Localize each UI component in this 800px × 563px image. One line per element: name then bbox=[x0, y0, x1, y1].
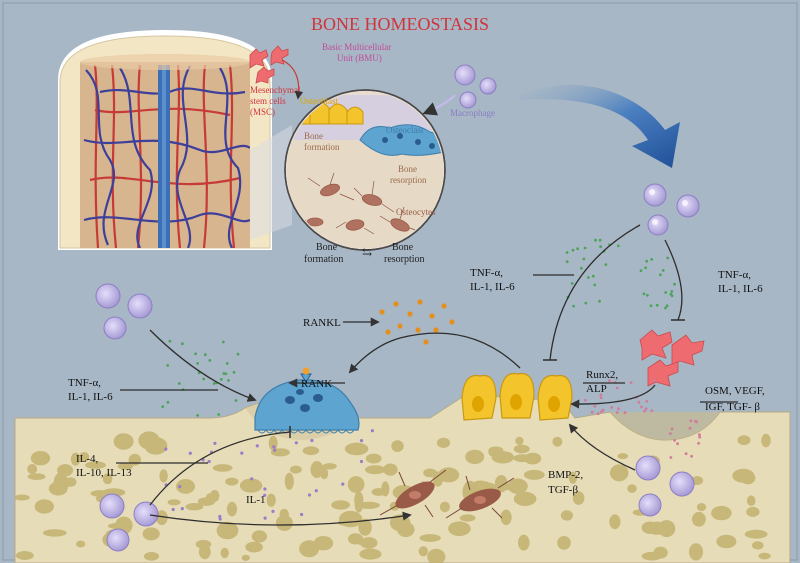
balance-formation-2: formation bbox=[304, 254, 343, 265]
factor-tnf-right-1: TNF-α, bbox=[718, 269, 751, 281]
factor-tnf-mid-1: TNF-α, bbox=[470, 267, 503, 279]
pathway-arrows bbox=[116, 224, 738, 526]
pink-dots bbox=[584, 379, 702, 459]
macrophages-bottom-left bbox=[99, 493, 159, 552]
factor-rank: RANK bbox=[301, 378, 332, 390]
osteoclast-bottom bbox=[254, 367, 360, 434]
msc-cells-top bbox=[249, 45, 289, 84]
diagram-title: BONE HOMEOSTASIS bbox=[311, 14, 489, 34]
macrophage-to-bmu-arrow bbox=[422, 94, 456, 116]
factor-bmp-2: TGF-β bbox=[548, 484, 578, 496]
balance-resorption-2: resorption bbox=[384, 254, 425, 265]
label-msc-2: stem cells bbox=[250, 96, 286, 106]
label-bone-resorption-inset-1: Bone bbox=[398, 164, 417, 174]
label-macrophage: Macrophage bbox=[450, 108, 495, 118]
big-curved-arrow bbox=[520, 84, 680, 168]
balance-arrows: ⇆ bbox=[362, 245, 372, 259]
msc-cells-right bbox=[639, 329, 705, 387]
factor-il4-1: IL-4, bbox=[76, 453, 99, 465]
label-bone-formation-inset-1: Bone bbox=[304, 131, 323, 141]
macrophages-top bbox=[454, 64, 497, 109]
label-msc-3: (MSC) bbox=[250, 107, 275, 117]
factor-bmp-1: BMP-2, bbox=[548, 469, 583, 481]
label-osteoblast: Osteoblast bbox=[300, 96, 338, 106]
zoom-wedge bbox=[250, 125, 292, 240]
factor-tnf-mid-2: IL-1, IL-6 bbox=[470, 281, 515, 293]
factor-tnf-left-2: IL-1, IL-6 bbox=[68, 391, 113, 403]
osteocytes-bottom bbox=[379, 469, 515, 519]
balance-resorption-1: Bone bbox=[392, 242, 414, 253]
label-osteoclast: Osteoclast bbox=[386, 125, 424, 135]
formation-site-right bbox=[610, 412, 720, 440]
factor-il1: IL-1 bbox=[246, 494, 266, 506]
bone-cylinder bbox=[58, 30, 272, 250]
factor-tnf-left-1: TNF-α, bbox=[68, 377, 101, 389]
rankl-dots bbox=[379, 299, 455, 345]
factor-tnf-right-2: IL-1, IL-6 bbox=[718, 283, 763, 295]
label-bmu-2: Unit (BMU) bbox=[337, 53, 382, 63]
balance-formation-1: Bone bbox=[316, 242, 338, 253]
label-osteocytes: Osteocytes bbox=[396, 207, 436, 217]
factor-rankl: RANKL bbox=[303, 317, 341, 329]
macrophages-bottom-right bbox=[635, 455, 695, 517]
purple-dots bbox=[164, 429, 374, 521]
macrophages-left bbox=[95, 283, 153, 340]
label-bone-resorption-inset-2: resorption bbox=[390, 175, 427, 185]
factor-osm-2: IGF, TGF- β bbox=[705, 401, 760, 413]
factor-il4-2: IL-10, IL-13 bbox=[76, 467, 132, 479]
factor-runx2-1: Runx2, bbox=[586, 369, 618, 381]
factor-osm-1: OSM, VEGF, bbox=[705, 385, 765, 397]
factor-runx2-2: ALP bbox=[586, 383, 607, 395]
label-bmu-1: Basic Multicellular bbox=[322, 42, 391, 52]
label-bone-formation-inset-2: formation bbox=[304, 142, 340, 152]
label-msc-1: Mesenchymal bbox=[250, 85, 301, 95]
inhibition-bars bbox=[289, 319, 685, 438]
msc-to-bmu-arrow bbox=[281, 59, 304, 100]
